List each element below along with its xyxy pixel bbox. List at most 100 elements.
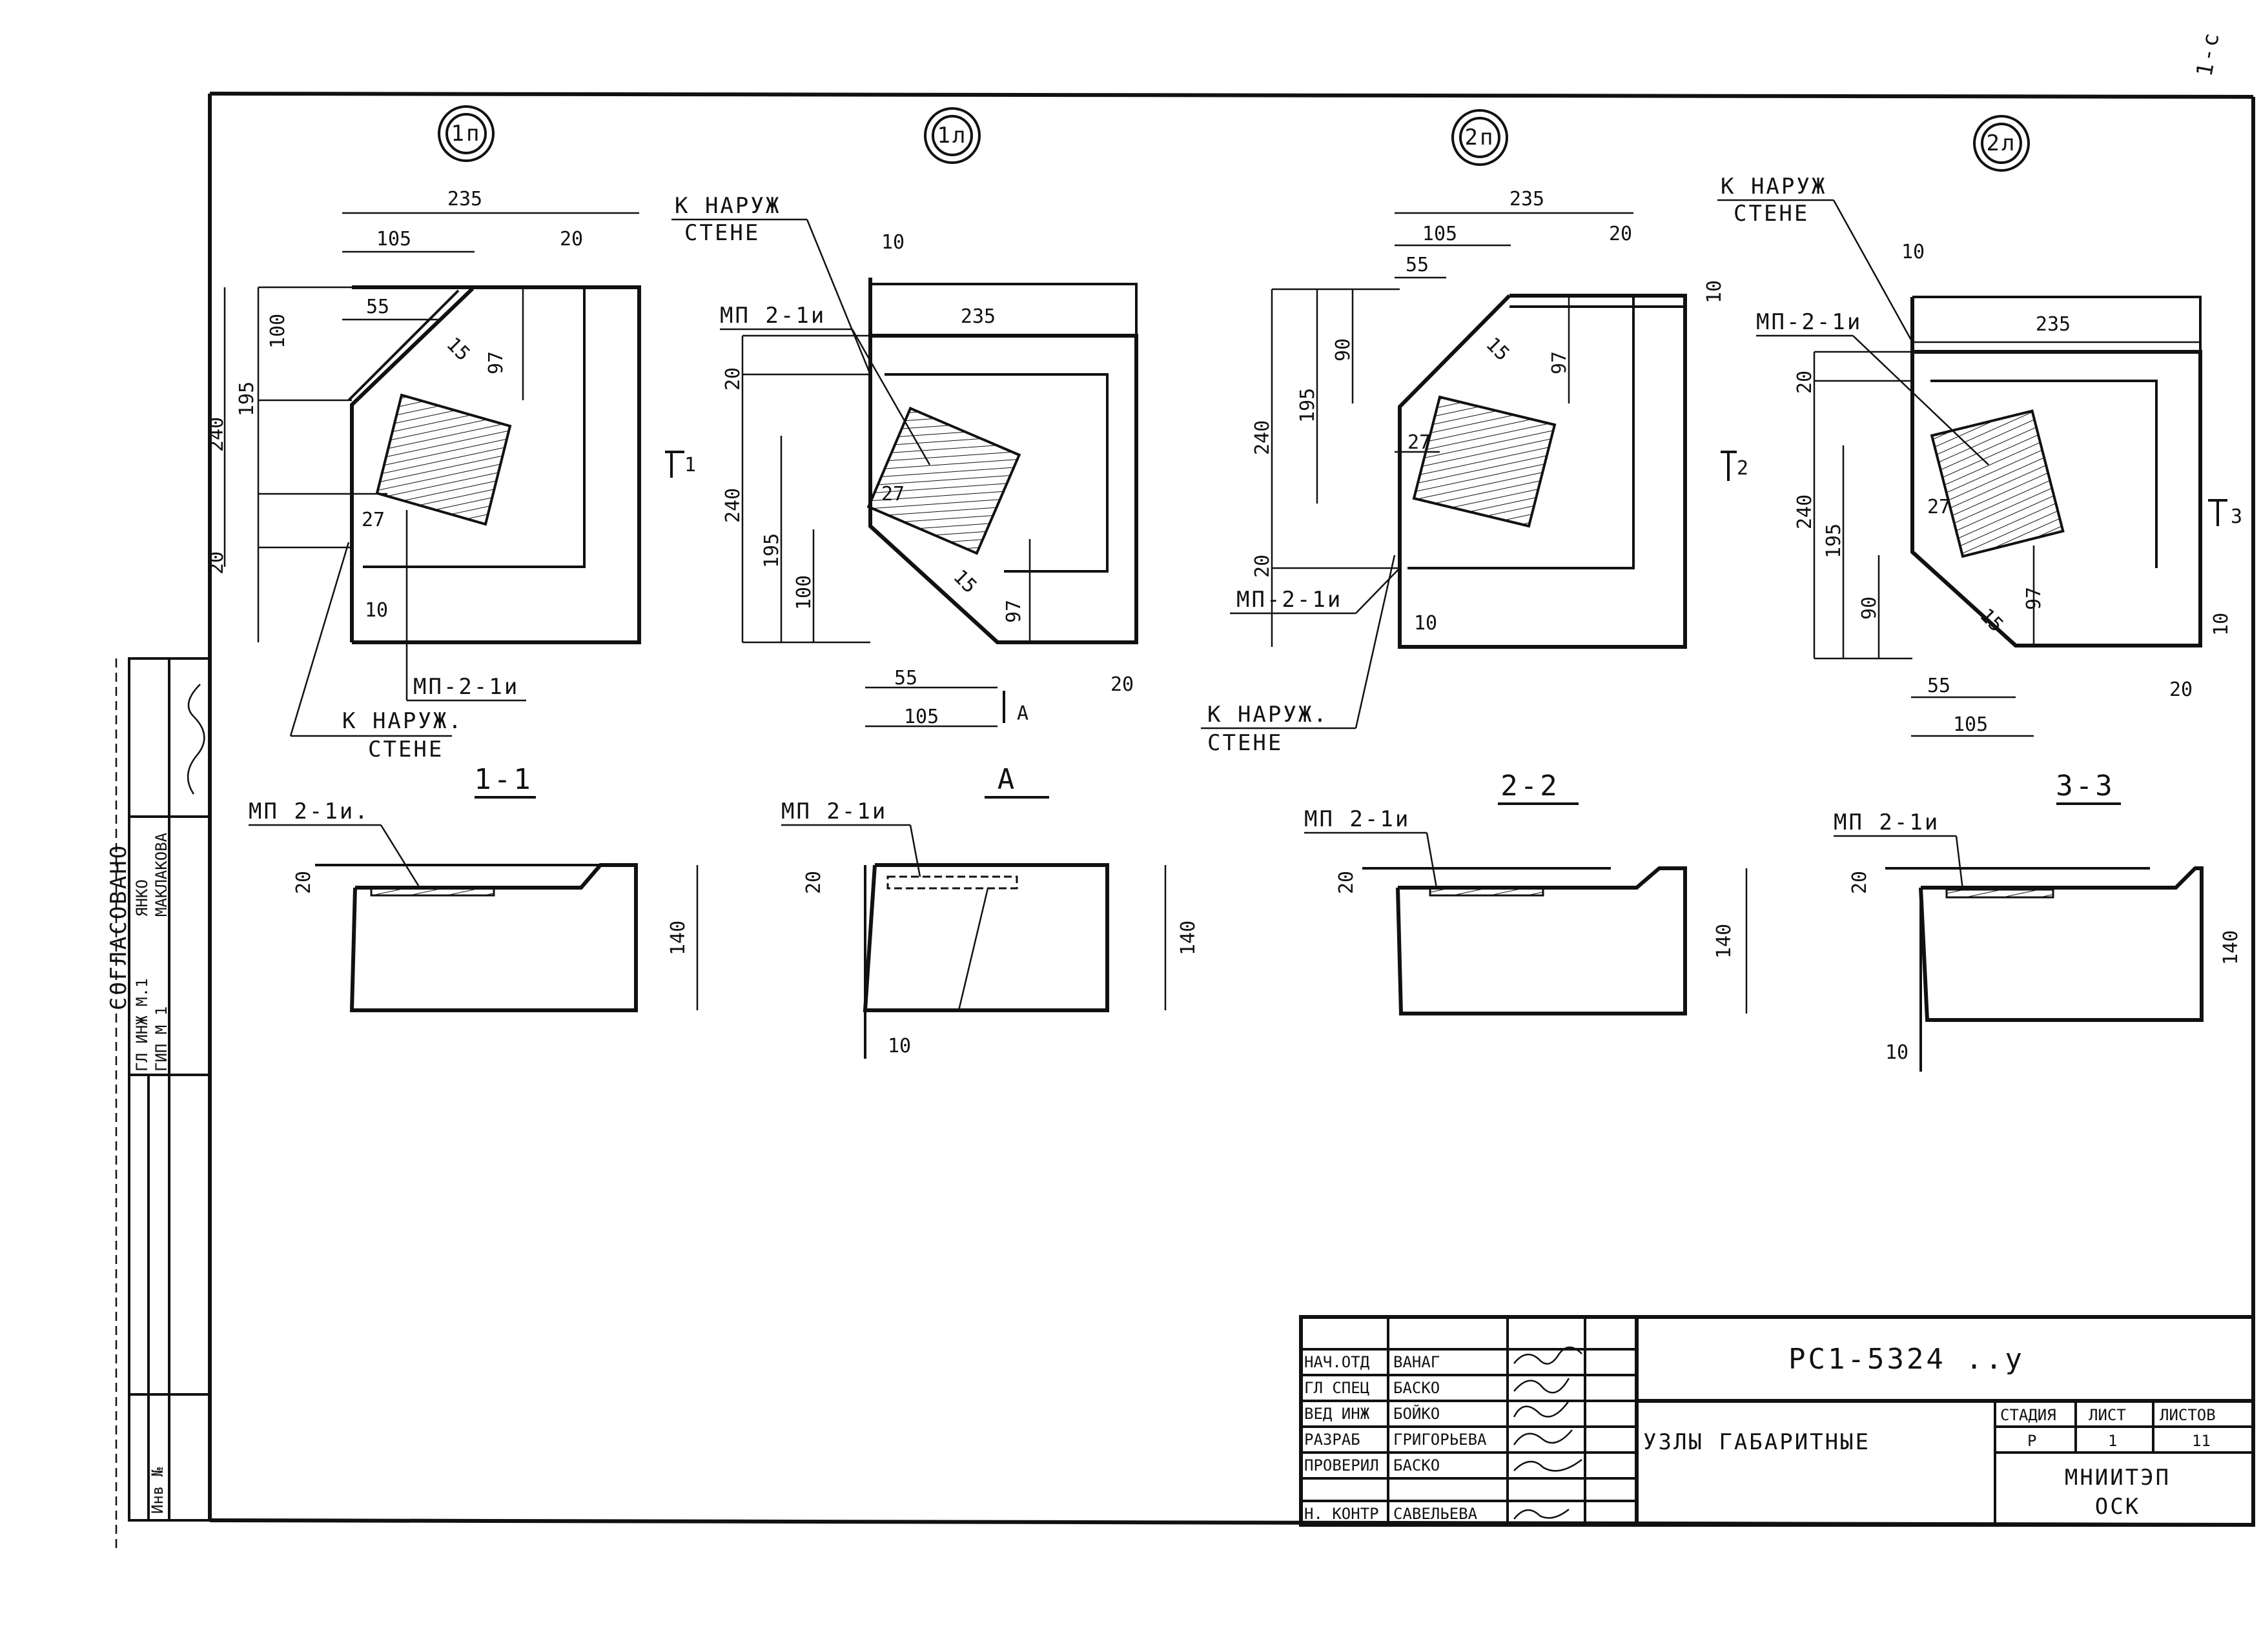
dim-240: 240	[205, 417, 228, 452]
tb-name-2: БАСКО	[1393, 1379, 1440, 1397]
section-3-3: 3-3 20 140 10 МП 2-1и	[1834, 770, 2255, 1072]
dim-20b: 20	[1251, 555, 1274, 578]
dim-20b: 20	[205, 551, 228, 575]
note-line2: СТЕНЕ	[1734, 201, 1809, 227]
dim-20b: 20	[1110, 673, 1134, 696]
plate-mp	[1412, 395, 1557, 528]
dim-240: 240	[1251, 420, 1274, 455]
stage-value: Р	[2027, 1432, 2036, 1450]
dim-235: 235	[1509, 188, 1544, 210]
note-line1: К НАРУЖ	[1721, 174, 1826, 199]
dim-195: 195	[1823, 524, 1845, 558]
view-1p: 1п 235 105 20 55 100 195 240 97 15 20 27…	[205, 105, 696, 762]
view-marker-2p: 2п	[1451, 109, 1508, 166]
dim-20b: 20	[2169, 678, 2193, 701]
note-line1: К НАРУЖ.	[342, 708, 464, 734]
dim-bottom: 10	[888, 1035, 911, 1057]
doc-code: РС1-5324 ..у	[1788, 1343, 2025, 1376]
margin-note: 1-с	[2191, 29, 2225, 78]
dim-27: 27	[881, 483, 905, 505]
inv-label: Инв №	[148, 1467, 167, 1514]
dim-195: 195	[761, 533, 783, 568]
dim-235: 235	[961, 305, 996, 328]
sheet-header: ЛИСТ	[2089, 1406, 2126, 1424]
note-line2: СТЕНЕ	[684, 220, 760, 246]
section-A: А 20 140 10 МП 2-1и	[781, 763, 1200, 1059]
svg-text:2п: 2п	[1465, 125, 1495, 150]
wall-outline	[1910, 297, 2202, 648]
sheet-title: УЗЛЫ ГАБАРИТНЫЕ	[1643, 1429, 1870, 1455]
section-part-label: МП 2-1и	[781, 799, 887, 824]
dim-97: 97	[485, 351, 507, 374]
chamfer	[1398, 294, 1511, 647]
dim-55: 55	[1927, 675, 1950, 697]
dim-100: 100	[267, 314, 289, 349]
dim-105: 105	[1953, 713, 1988, 736]
title-block: НАЧ.ОТД ВАНАГ ГЛ СПЕЦ БАСКО ВЕД ИНЖ БОЙК…	[1299, 1315, 2255, 1527]
plate-mp	[375, 393, 512, 526]
dim-105: 105	[376, 228, 411, 250]
view-marker-1l: 1л	[924, 107, 981, 164]
wall-inner	[363, 286, 586, 568]
dim-15: 15	[948, 566, 981, 598]
view-1l: 1л 235 10 20 240 195 100 27 15 97 55 105…	[671, 107, 1138, 728]
cut-label: 3	[2231, 505, 2242, 528]
dim-top: 20	[1848, 871, 1871, 894]
note-line2: СТЕНЕ	[1207, 730, 1283, 756]
dim-235: 235	[447, 188, 482, 210]
dim-240: 240	[722, 488, 744, 523]
dim-20: 20	[722, 367, 744, 391]
note-line2: СТЕНЕ	[368, 737, 444, 762]
section-plate	[1945, 888, 2054, 899]
dim-27: 27	[362, 509, 385, 531]
dim-27: 27	[1927, 496, 1950, 518]
dim-55: 55	[894, 667, 917, 689]
section-plate	[370, 886, 495, 897]
dim-90: 90	[1858, 597, 1881, 620]
dim-10r: 10	[1703, 280, 1726, 303]
view-2p: 2п 235 105 20 55 90 195 240 97 15 20 27 …	[1201, 109, 1748, 756]
dim-97: 97	[2023, 587, 2045, 610]
dim-height: 140	[1177, 921, 1200, 955]
svg-text:1п: 1п	[451, 121, 482, 147]
approval-signature	[187, 684, 205, 795]
part-label: МП-2-1и	[1756, 309, 1862, 335]
approval-role-2: ГИП М 1	[152, 1006, 170, 1072]
tb-role-1: НАЧ.ОТД	[1304, 1353, 1370, 1371]
svg-text:2л: 2л	[1987, 130, 2017, 156]
note-line1: К НАРУЖ.	[1207, 702, 1329, 728]
dim-105: 105	[1422, 223, 1457, 245]
section-title: 3-3	[2056, 770, 2114, 802]
section-part-label: МП 2-1и	[1304, 806, 1410, 832]
tb-name-5: БАСКО	[1393, 1456, 1440, 1474]
section-title: 1-1	[474, 763, 533, 796]
tb-role-5: ПРОВЕРИЛ	[1304, 1456, 1379, 1474]
plate-mp	[1930, 409, 2065, 558]
section-1-1: 1-1 20 140 МП 2-1и.	[249, 763, 699, 1012]
wall-outline	[352, 285, 641, 644]
tb-name-4: ГРИГОРЬЕВА	[1393, 1431, 1487, 1449]
part-label: МП 2-1и	[720, 303, 826, 329]
dim-27: 27	[1407, 431, 1431, 454]
dim-15: 15	[442, 333, 474, 365]
approval-strip: СОГЛАСОВАНО ГЛ ИНЖ М.1 ЯНКО ГИП М 1 МАКЛ…	[106, 657, 211, 1549]
dim-top: 20	[1335, 871, 1358, 894]
dim-10r: 10	[2210, 613, 2233, 636]
note-line1: К НАРУЖ	[675, 193, 781, 219]
view-marker-1p: 1п	[438, 105, 495, 162]
dim-10: 10	[365, 599, 388, 622]
section-part-label: МП 2-1и.	[249, 799, 370, 824]
tb-role-4: РАЗРАБ	[1304, 1431, 1360, 1449]
dim-10: 10	[1901, 241, 1925, 263]
dim-height: 140	[2220, 930, 2242, 965]
view-marker-2l: 2л	[1973, 115, 2030, 172]
chamfer	[350, 287, 475, 642]
section-part-label: МП 2-1и	[1834, 810, 1939, 835]
dim-55: 55	[366, 296, 389, 318]
tb-signatures	[1513, 1346, 1582, 1520]
dim-top: 20	[803, 871, 825, 894]
section-2-2: 2-2 20 140 МП 2-1и	[1304, 770, 1748, 1015]
org-line2: ОСК	[2095, 1494, 2140, 1520]
approval-title: СОГЛАСОВАНО	[106, 844, 132, 1010]
